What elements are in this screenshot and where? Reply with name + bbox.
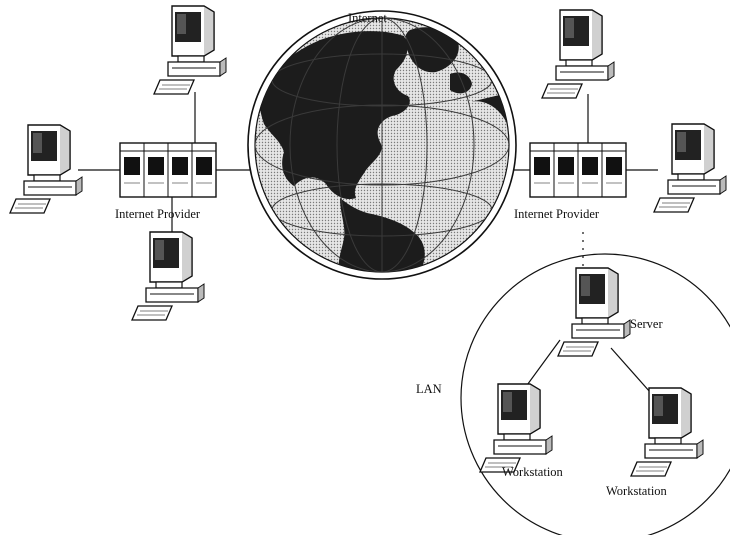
server-computer-icon xyxy=(557,267,631,357)
provider-left-label: Internet Provider xyxy=(115,207,201,221)
server-label: Server xyxy=(630,317,663,331)
workstation-left-computer-icon xyxy=(479,383,553,473)
connections xyxy=(78,92,658,393)
lan-boundary xyxy=(460,253,730,535)
provider-right-rack-icon xyxy=(529,142,627,198)
computer-left-side-icon xyxy=(9,124,83,214)
lan-label: LAN xyxy=(416,382,442,396)
computer-right-top-icon xyxy=(541,9,615,99)
link-server-to-workstation-right xyxy=(610,347,651,393)
computer-left-bottom-icon xyxy=(131,231,205,321)
provider-left-rack-icon xyxy=(119,142,217,198)
provider-right-label: Internet Provider xyxy=(514,207,600,221)
computer-left-top-icon xyxy=(153,5,227,95)
globe-icon xyxy=(247,10,517,280)
workstation-right-computer-icon xyxy=(630,387,704,477)
workstation-right-label: Workstation xyxy=(606,484,668,498)
computer-right-side-icon xyxy=(653,123,727,213)
workstation-left-label: Workstation xyxy=(502,465,564,479)
internet-label: Internet xyxy=(348,11,387,25)
